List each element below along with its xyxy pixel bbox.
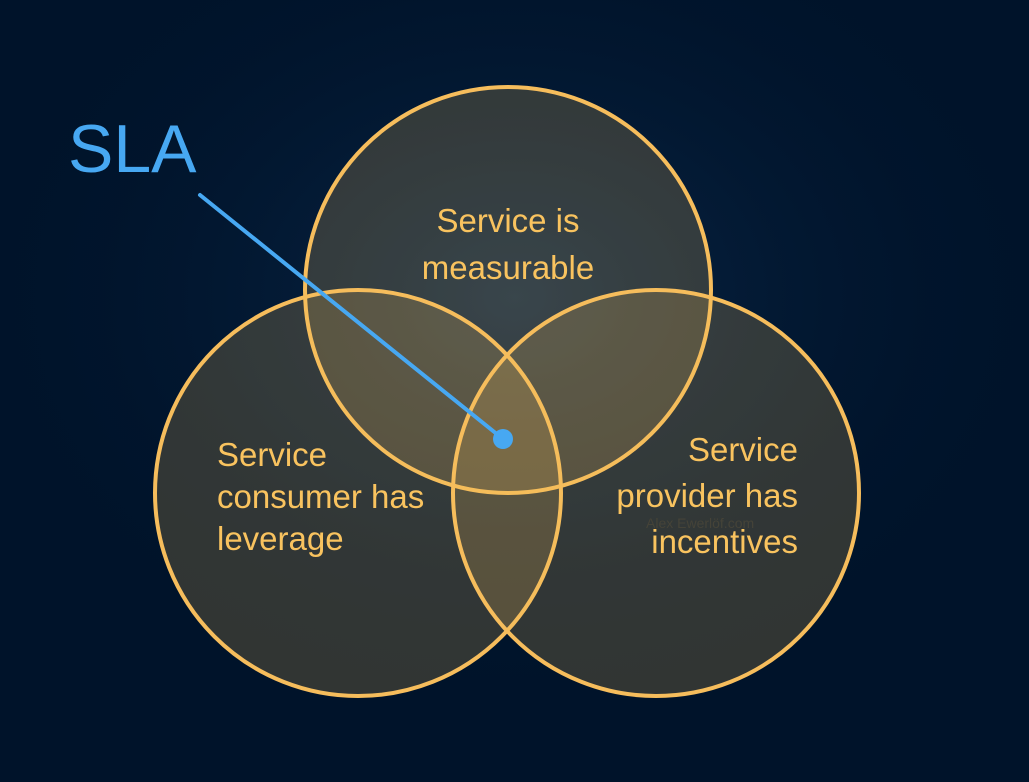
- sla-label: SLA: [68, 111, 197, 187]
- watermark: Alex Ewerlöf.com: [646, 515, 754, 531]
- label-consumer-leverage: Service consumer has leverage: [217, 436, 424, 557]
- label-provider-line-3: incentives: [651, 523, 798, 560]
- label-measurable-line-1: Service is: [436, 202, 579, 239]
- circle-provider-incentives: [451, 288, 861, 698]
- sla-pointer: SLA: [68, 111, 513, 449]
- circle-consumer-leverage: [153, 288, 563, 698]
- label-measurable: Service is measurable: [422, 202, 594, 286]
- sla-pointer-dot: [493, 429, 513, 449]
- sla-pointer-line: [198, 193, 505, 441]
- label-provider-line-1: Service: [688, 431, 798, 468]
- label-provider-line-2: provider has: [616, 477, 798, 514]
- venn-circles: [153, 85, 861, 698]
- label-consumer-line-2: consumer has: [217, 478, 424, 515]
- label-provider-incentives: Service provider has incentives: [616, 431, 798, 560]
- label-consumer-line-1: Service: [217, 436, 327, 473]
- label-measurable-line-2: measurable: [422, 249, 594, 286]
- label-consumer-line-3: leverage: [217, 520, 344, 557]
- circle-measurable: [303, 85, 713, 495]
